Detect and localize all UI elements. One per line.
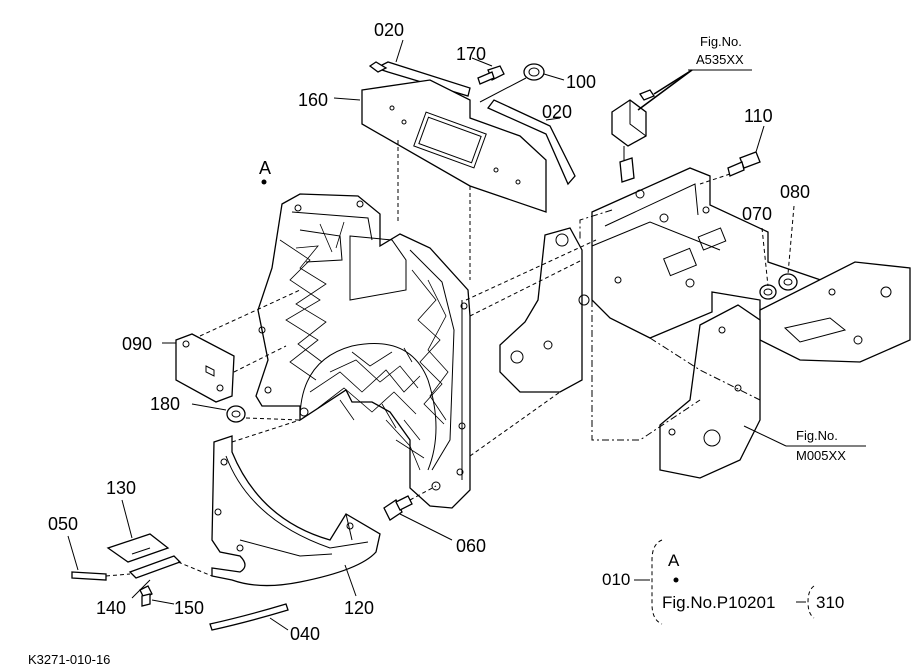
label-040: 040: [290, 624, 320, 644]
part-020-seal-strip: [486, 99, 576, 186]
part-070-washer: [759, 227, 777, 300]
leader-m005: [743, 425, 787, 447]
label-100: 100: [566, 72, 596, 92]
part-160-shroud-panel: [333, 79, 547, 280]
fig-ref-a535-line1: Fig.No.: [700, 34, 742, 49]
part-110-bolt: [699, 125, 765, 185]
label-020-upper: 020: [374, 20, 404, 40]
fig-ref-m005-line1: Fig.No.: [796, 428, 838, 443]
label-080: 080: [780, 182, 810, 202]
part-050-clip: [67, 535, 131, 581]
legend-marker: A: [668, 551, 680, 570]
label-160: 160: [298, 90, 328, 110]
legend-figure: Fig.No.P10201: [662, 593, 775, 612]
label-090: 090: [122, 334, 152, 354]
part-080-nut: [778, 205, 798, 291]
connector-switch: [611, 69, 693, 183]
label-150: 150: [174, 598, 204, 618]
label-020-strip: 020: [542, 102, 572, 122]
drawing-code: K3271-010-16: [28, 652, 110, 667]
part-040-seal: [209, 603, 289, 631]
part-120-lower-shroud: [211, 419, 381, 597]
label-120: 120: [344, 598, 374, 618]
legend-dot: [673, 577, 679, 583]
label-110: 110: [744, 106, 773, 126]
label-070: 070: [742, 204, 772, 224]
fig-ref-a535-line2: A535XX: [696, 52, 744, 67]
legend-code: 010: [602, 570, 630, 589]
part-150-screw: [139, 585, 175, 607]
reference-legend: 010 A Fig.No.P10201 310: [602, 539, 844, 625]
legend-sub-code: 310: [816, 593, 844, 612]
label-180: 180: [150, 394, 180, 414]
label-060: 060: [456, 536, 486, 556]
label-140: 140: [96, 598, 126, 618]
marker-a: A: [259, 158, 271, 178]
part-180-nut: [191, 403, 301, 423]
fan-shroud-main: [255, 179, 597, 509]
front-frame-assembly: [499, 167, 911, 479]
label-050: 050: [48, 514, 78, 534]
part-060-bolt: [383, 485, 453, 541]
label-170: 170: [456, 44, 486, 64]
part-140-plate: [128, 555, 213, 599]
part-130-bracket: [106, 499, 170, 563]
label-130: 130: [106, 478, 136, 498]
fig-ref-m005-line2: M005XX: [796, 448, 846, 463]
part-100-grommet: [479, 63, 565, 103]
part-170-bolt: [471, 57, 505, 85]
part-020-hose-upper: [368, 39, 471, 97]
part-090-cover-plate: [162, 289, 301, 403]
